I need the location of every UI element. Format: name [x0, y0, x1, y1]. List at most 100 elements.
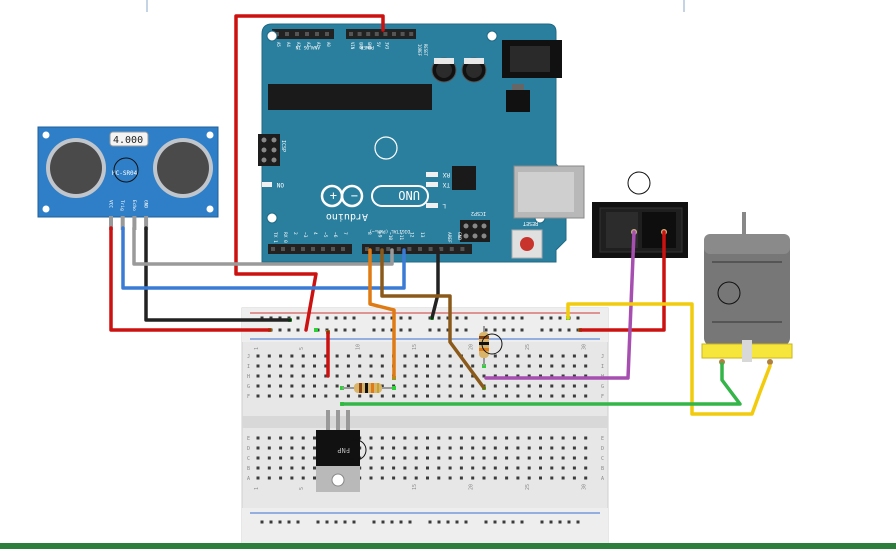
- power-rail-hole: [428, 520, 432, 524]
- power-header: [346, 29, 416, 39]
- breadboard-hole: [301, 466, 305, 470]
- power-rail-hole: [343, 316, 347, 320]
- power-rail-hole: [549, 328, 553, 332]
- header-pin: [383, 32, 388, 36]
- breadboard-hole: [256, 374, 260, 378]
- breadboard-hole: [527, 394, 531, 398]
- digital-header-low: [268, 244, 352, 254]
- wire-blue-echo: [121, 226, 406, 290]
- wire-red-switch: [578, 230, 666, 332]
- logo-plus: +: [330, 189, 337, 203]
- breadboard-hole: [380, 446, 384, 450]
- power-rail-hole: [269, 520, 273, 524]
- digital-pin-label: 13: [419, 232, 425, 238]
- power-rail-hole: [576, 316, 580, 320]
- breadboard-hole: [539, 354, 542, 358]
- breadboard-hole: [358, 364, 362, 368]
- breadboard-hole: [584, 446, 588, 450]
- header-pin: [375, 247, 380, 251]
- breadboard-row-letter: B: [247, 466, 250, 472]
- breadboard-hole: [392, 466, 396, 470]
- motor-shaft: [742, 212, 746, 236]
- rocker-switch[interactable]: [592, 202, 688, 258]
- power-rail-hole: [372, 520, 376, 524]
- breadboard-hole: [516, 466, 520, 470]
- power-rail-hole: [446, 520, 450, 524]
- breadboard-hole: [448, 394, 452, 398]
- breadboard-trench: [242, 416, 608, 428]
- breadboard-hole: [403, 436, 407, 440]
- digital-pin-label: TX 1: [272, 232, 278, 243]
- breadboard-hole: [550, 394, 554, 398]
- breadboard-power-rail-bottom: [242, 508, 608, 549]
- breadboard-hole: [358, 394, 362, 398]
- breadboard-hole: [335, 354, 339, 358]
- power-rail-hole: [287, 328, 291, 332]
- breadboard-hole: [335, 374, 339, 378]
- breadboard-hole: [584, 456, 588, 460]
- breadboard-hole: [584, 394, 588, 398]
- atmega-chip: [268, 84, 432, 110]
- breadboard-hole: [369, 436, 373, 440]
- breadboard-row-letter: H: [247, 374, 250, 380]
- breadboard-hole: [482, 374, 486, 378]
- breadboard-row-letter: B: [601, 466, 604, 472]
- breadboard-hole: [561, 384, 565, 388]
- breadboard-hole: [346, 354, 350, 358]
- breadboard-hole: [267, 394, 271, 398]
- breadboard-hole: [471, 436, 475, 440]
- breadboard-hole: [471, 456, 475, 460]
- transistor-label: PNP: [337, 446, 350, 454]
- breadboard-col-number: 1: [254, 487, 260, 490]
- breadboard-hole: [505, 436, 509, 440]
- icsp2-pin: [463, 223, 469, 229]
- breadboard-col-number: 15: [412, 344, 418, 350]
- power-rail-hole: [316, 316, 320, 320]
- digital-pin-label: 4: [312, 232, 318, 235]
- breadboard-hole: [380, 436, 384, 440]
- breadboard-hole: [437, 354, 441, 358]
- breadboard-hole: [459, 456, 463, 460]
- breadboard-hole: [505, 374, 509, 378]
- breadboard-hole: [403, 446, 407, 450]
- breadboard-hole: [471, 384, 475, 388]
- breadboard-hole: [279, 456, 283, 460]
- breadboard-hole: [561, 364, 565, 368]
- breadboard-row-letter: C: [601, 456, 604, 462]
- header-pin: [271, 247, 275, 251]
- digital-header-high: [362, 244, 472, 254]
- breadboard-hole: [550, 374, 554, 378]
- wire-purple-switch: [484, 230, 636, 380]
- breadboard-hole: [403, 354, 407, 358]
- digital-pin-label: ~3: [302, 232, 308, 238]
- breadboard-hole: [313, 466, 316, 470]
- digital-pin-label: 8: [366, 232, 372, 235]
- digital-pin-label: ~6: [332, 232, 338, 238]
- reset-button[interactable]: [511, 229, 543, 259]
- breadboard-col-number: 5: [299, 347, 305, 350]
- breadboard-hole: [539, 394, 542, 398]
- breadboard-hole: [493, 456, 497, 460]
- power-rail-hole: [511, 316, 515, 320]
- breadboard-hole: [290, 374, 294, 378]
- header-pin: [418, 247, 422, 251]
- power-rail-hole: [558, 520, 562, 524]
- breadboard-hole: [301, 384, 305, 388]
- breadboard-hole: [301, 446, 305, 450]
- power-rail-hole: [296, 316, 300, 320]
- wire-gray-trig: [132, 226, 394, 266]
- mount-hole-1: [266, 30, 278, 42]
- mount-hole-2: [486, 30, 498, 42]
- power-rail-hole: [269, 316, 273, 320]
- breadboard-col-number: 15: [412, 484, 418, 490]
- breadboard-hole: [584, 354, 588, 358]
- breadboard-hole: [346, 364, 350, 368]
- breadboard-hole: [403, 466, 407, 470]
- breadboard-hole: [369, 374, 373, 378]
- breadboard-hole: [459, 476, 463, 480]
- breadboard-hole: [403, 456, 407, 460]
- breadboard-hole: [516, 384, 520, 388]
- breadboard-hole: [482, 456, 486, 460]
- breadboard-hole: [493, 364, 497, 368]
- bottom-status-strip: [0, 543, 896, 549]
